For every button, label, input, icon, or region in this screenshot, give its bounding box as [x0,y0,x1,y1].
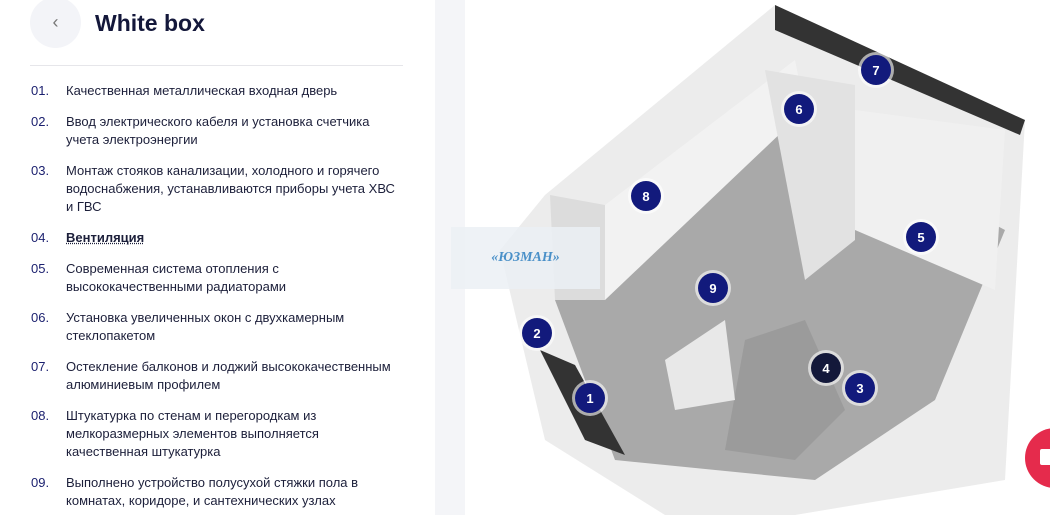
logo-text: «ЮЗМАН» [491,250,560,265]
marker-5[interactable]: 5 [906,222,936,252]
marker-4[interactable]: 4 [811,353,841,383]
floor-plan-illustration [500,5,1025,515]
floor-plan: 1 2 3 4 5 6 7 8 9 [465,0,1050,515]
item-number: 09. [31,475,50,490]
list-item: 09. Выполнено устройство полусухой стяжки… [31,474,401,510]
item-text: Монтаж стояков канализации, холодного и … [66,163,395,214]
features-list: 01. Качественная металлическая входная дв… [31,82,401,523]
item-text: Штукатурка по стенам и перегородкам из м… [66,408,319,459]
item-text-active[interactable]: Вентиляция [66,230,145,245]
list-item: 08. Штукатурка по стенам и перегородкам и… [31,407,401,461]
list-item: 03. Монтаж стояков канализации, холодного… [31,162,401,216]
marker-2[interactable]: 2 [522,318,552,348]
item-number: 07. [31,359,50,374]
marker-7[interactable]: 7 [861,55,891,85]
item-number: 05. [31,261,50,276]
item-text: Качественная металлическая входная дверь [66,83,338,98]
item-text: Современная система отопления с высокока… [66,261,287,294]
list-item: 01. Качественная металлическая входная дв… [31,82,401,100]
item-number: 01. [31,83,50,98]
list-item: 05. Современная система отопления с высок… [31,260,401,296]
left-panel: ‹ White box 01. Качественная металлическа… [0,0,435,515]
marker-6[interactable]: 6 [784,94,814,124]
back-button[interactable]: ‹ [30,0,81,48]
item-text: Ввод электрического кабеля и установка с… [66,114,370,147]
item-text: Остекление балконов и лоджий высококачес… [66,359,391,392]
chevron-left-icon: ‹ [52,12,59,32]
item-number: 04. [31,230,50,245]
item-number: 03. [31,163,50,178]
marker-3[interactable]: 3 [845,373,875,403]
item-number: 06. [31,310,50,325]
marker-8[interactable]: 8 [631,181,661,211]
watermark-logo: «ЮЗМАН» [451,227,600,289]
list-item: 06. Установка увеличенных окон с двухкаме… [31,309,401,345]
list-item[interactable]: 04. Вентиляция [31,229,401,247]
item-number: 02. [31,114,50,129]
list-item: 07. Остекление балконов и лоджий высокока… [31,358,401,394]
divider [30,65,403,66]
marker-9[interactable]: 9 [698,273,728,303]
item-number: 08. [31,408,50,423]
envelope-icon [1040,449,1050,465]
item-text: Выполнено устройство полусухой стяжки по… [66,475,359,508]
marker-1[interactable]: 1 [575,383,605,413]
page-title: White box [95,10,205,36]
list-item: 02. Ввод электрического кабеля и установк… [31,113,401,149]
item-text: Установка увеличенных окон с двухкамерны… [66,310,345,343]
